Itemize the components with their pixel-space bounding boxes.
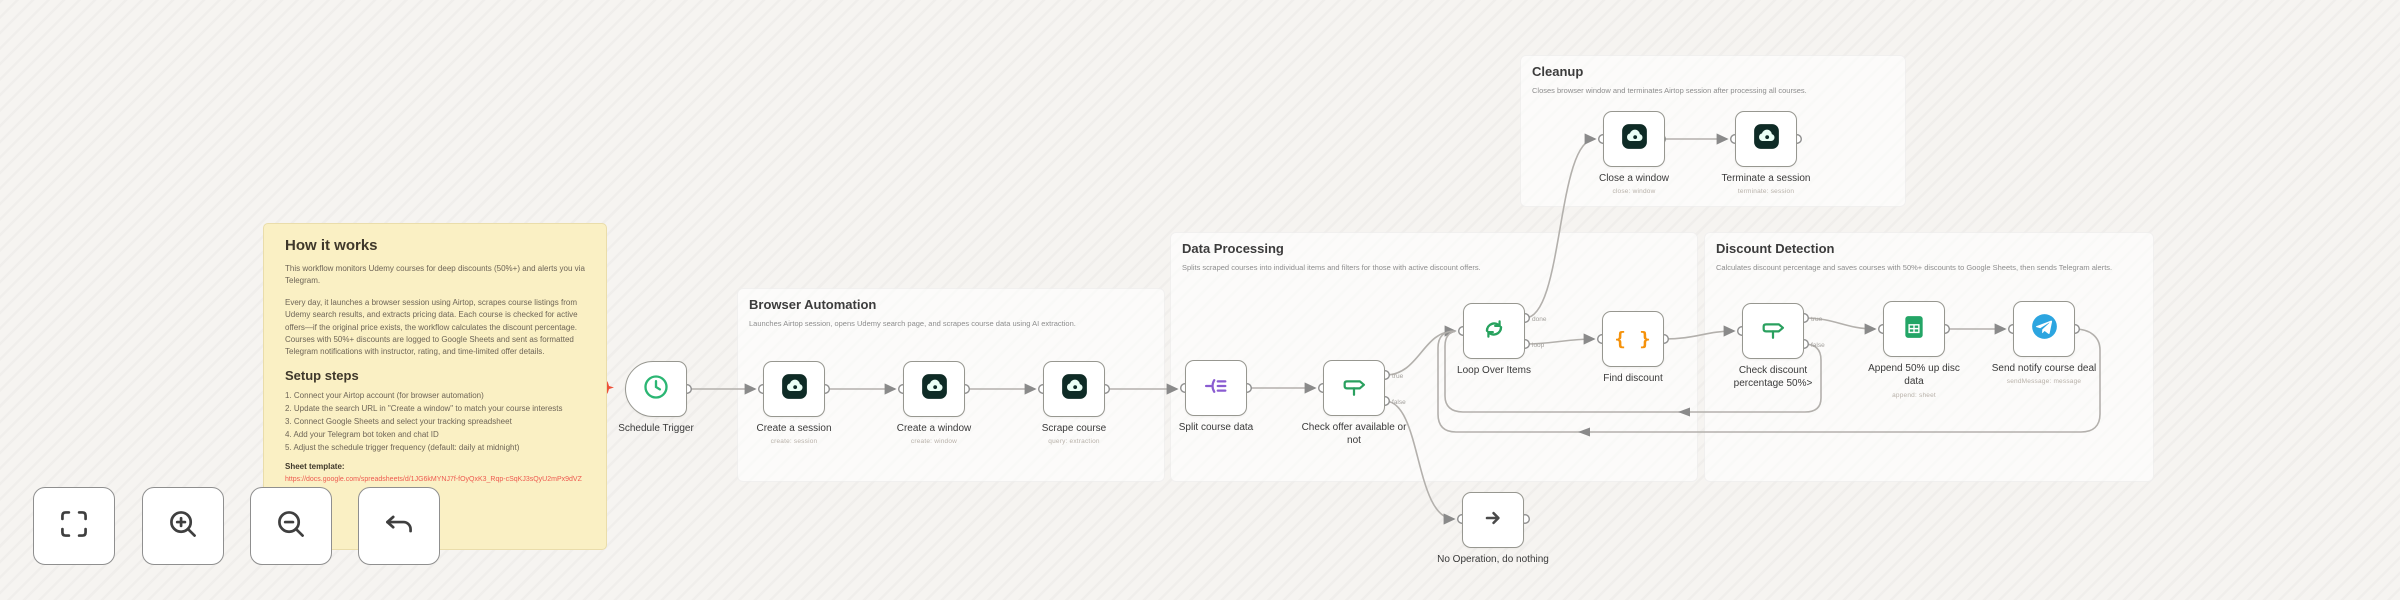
section-title: Browser Automation bbox=[749, 297, 877, 312]
node-create-a-window[interactable]: Create a window create: window bbox=[897, 361, 971, 445]
fit-view-icon bbox=[56, 506, 92, 547]
node-sublabel: close: window bbox=[1612, 188, 1656, 195]
sticky-paragraph: Every day, it launches a browser session… bbox=[285, 297, 578, 357]
node-create-a-session[interactable]: Create a session create: session bbox=[756, 361, 832, 445]
node-label: Terminate a session bbox=[1721, 173, 1811, 184]
clock-icon bbox=[642, 373, 670, 406]
node-label-group: Send notify course deal sendMessage: mes… bbox=[1969, 362, 2119, 385]
node-label-group: Loop Over Items bbox=[1419, 364, 1569, 377]
node-label-group: Create a window create: window bbox=[859, 422, 1009, 445]
if-signpost-icon bbox=[1340, 372, 1368, 405]
loop-icon bbox=[1480, 315, 1508, 348]
connections bbox=[687, 133, 2101, 525]
airtop-icon bbox=[921, 373, 948, 405]
section-description: Launches Airtop session, opens Udemy sea… bbox=[749, 319, 1076, 328]
node-label: Create a session bbox=[756, 423, 832, 434]
node-close-a-window[interactable]: Close a window close: window bbox=[1599, 111, 1669, 195]
section-cleanup[interactable]: Cleanup Closes browser window and termin… bbox=[1520, 55, 1906, 207]
fit-view-button[interactable] bbox=[33, 487, 115, 565]
node-no-operation[interactable]: No Operation, do nothing bbox=[1437, 492, 1549, 565]
sticky-title: How it works bbox=[285, 237, 378, 254]
node-label-group: Check discount percentage 50%> bbox=[1698, 364, 1848, 391]
setup-step: 4. Add your Telegram bot token and chat … bbox=[285, 429, 439, 439]
airtop-icon bbox=[781, 373, 808, 405]
node-label: Scrape course bbox=[1041, 423, 1107, 434]
section-title: Discount Detection bbox=[1716, 241, 1835, 256]
arrow-right-icon bbox=[1480, 505, 1506, 536]
node-sublabel: sendMessage: message bbox=[2006, 378, 2082, 385]
node-label-group: Close a window close: window bbox=[1559, 172, 1709, 195]
svg-text:true: true bbox=[1392, 373, 1404, 380]
svg-text:false: false bbox=[1811, 342, 1825, 349]
airtop-icon bbox=[1753, 123, 1780, 155]
node-label: No Operation, do nothing bbox=[1437, 554, 1549, 565]
node-find-discount[interactable]: { } Find discount bbox=[1602, 311, 1664, 384]
sticky-setup-title: Setup steps bbox=[285, 367, 359, 383]
svg-text:loop: loop bbox=[1532, 342, 1545, 349]
google-sheets-icon bbox=[1901, 314, 1927, 345]
node-label: Append 50% up disc data bbox=[1868, 363, 1960, 387]
node-sublabel: create: session bbox=[770, 438, 818, 445]
undo-icon bbox=[381, 506, 417, 547]
svg-text:true: true bbox=[1811, 316, 1823, 323]
setup-step: 5. Adjust the schedule trigger frequency… bbox=[285, 442, 520, 452]
node-label: Check offer available or not bbox=[1301, 422, 1407, 446]
setup-step: 2. Update the search URL in "Create a wi… bbox=[285, 403, 563, 413]
section-title: Cleanup bbox=[1532, 64, 1584, 79]
node-sublabel: append: sheet bbox=[1892, 392, 1936, 399]
node-check-offer[interactable]: Check offer available or not bbox=[1302, 360, 1406, 446]
svg-text:done: done bbox=[1532, 316, 1547, 323]
telegram-icon bbox=[2031, 313, 2058, 345]
node-label: Close a window bbox=[1598, 173, 1670, 184]
undo-button[interactable] bbox=[358, 487, 440, 565]
zoom-in-icon bbox=[165, 506, 201, 547]
setup-step: 3. Connect Google Sheets and select your… bbox=[285, 416, 512, 426]
node-split-course-data[interactable]: Split course data bbox=[1179, 360, 1253, 433]
node-label: Check discount percentage 50%> bbox=[1733, 365, 1813, 389]
airtop-icon bbox=[1061, 373, 1088, 405]
node-sublabel: create: window bbox=[910, 438, 958, 445]
node-check-discount[interactable]: Check discount percentage 50%> bbox=[1734, 303, 1812, 389]
node-label-group: Schedule Trigger bbox=[581, 422, 731, 435]
zoom-out-button[interactable] bbox=[250, 487, 332, 565]
node-label: Send notify course deal bbox=[1991, 363, 2097, 374]
node-label-group: Check offer available or not bbox=[1279, 421, 1429, 448]
sticky-paragraph: This workflow monitors Udemy courses for… bbox=[285, 264, 585, 286]
node-label: Create a window bbox=[896, 423, 972, 434]
node-label-group: No Operation, do nothing bbox=[1418, 553, 1568, 566]
node-label: Schedule Trigger bbox=[618, 423, 694, 434]
node-label: Find discount bbox=[1603, 373, 1663, 384]
node-scrape-course[interactable]: Scrape course query: extraction bbox=[1042, 361, 1106, 445]
node-label-group: Create a session create: session bbox=[719, 422, 869, 445]
node-label-group: Split course data bbox=[1141, 421, 1291, 434]
port-labels: true false done loop true false bbox=[1392, 316, 1825, 406]
section-title: Data Processing bbox=[1182, 241, 1284, 256]
node-sublabel: terminate: session bbox=[1737, 188, 1795, 195]
node-label-group: Find discount bbox=[1558, 372, 1708, 385]
svg-text:false: false bbox=[1392, 399, 1406, 406]
node-schedule-trigger[interactable]: Schedule Trigger bbox=[618, 361, 694, 434]
node-label: Loop Over Items bbox=[1457, 365, 1531, 376]
zoom-out-icon bbox=[273, 506, 309, 547]
trigger-star-icon bbox=[601, 381, 614, 399]
split-out-icon bbox=[1202, 372, 1230, 405]
zoom-in-button[interactable] bbox=[142, 487, 224, 565]
node-sublabel: query: extraction bbox=[1048, 438, 1100, 445]
node-loop-over-items[interactable]: Loop Over Items bbox=[1457, 303, 1531, 376]
node-label: Split course data bbox=[1178, 422, 1254, 433]
section-description: Closes browser window and terminates Air… bbox=[1532, 86, 1807, 95]
node-label-group: Append 50% up disc data append: sheet bbox=[1839, 362, 1989, 399]
node-label-group: Terminate a session terminate: session bbox=[1691, 172, 1841, 195]
node-send-telegram[interactable]: Send notify course deal sendMessage: mes… bbox=[1992, 301, 2096, 385]
node-append-sheet[interactable]: Append 50% up disc data append: sheet bbox=[1868, 301, 1960, 399]
setup-step: 1. Connect your Airtop account (for brow… bbox=[285, 390, 484, 400]
sheet-url-label: Sheet template: bbox=[285, 461, 345, 471]
airtop-icon bbox=[1621, 123, 1648, 155]
node-terminate-a-session[interactable]: Terminate a session terminate: session bbox=[1722, 111, 1810, 195]
section-description: Splits scraped courses into individual i… bbox=[1182, 263, 1481, 272]
node-label-group: Scrape course query: extraction bbox=[999, 422, 1149, 445]
section-description: Calculates discount percentage and saves… bbox=[1716, 263, 2113, 272]
braces-icon: { } bbox=[1614, 328, 1652, 350]
if-signpost-icon bbox=[1759, 315, 1787, 348]
